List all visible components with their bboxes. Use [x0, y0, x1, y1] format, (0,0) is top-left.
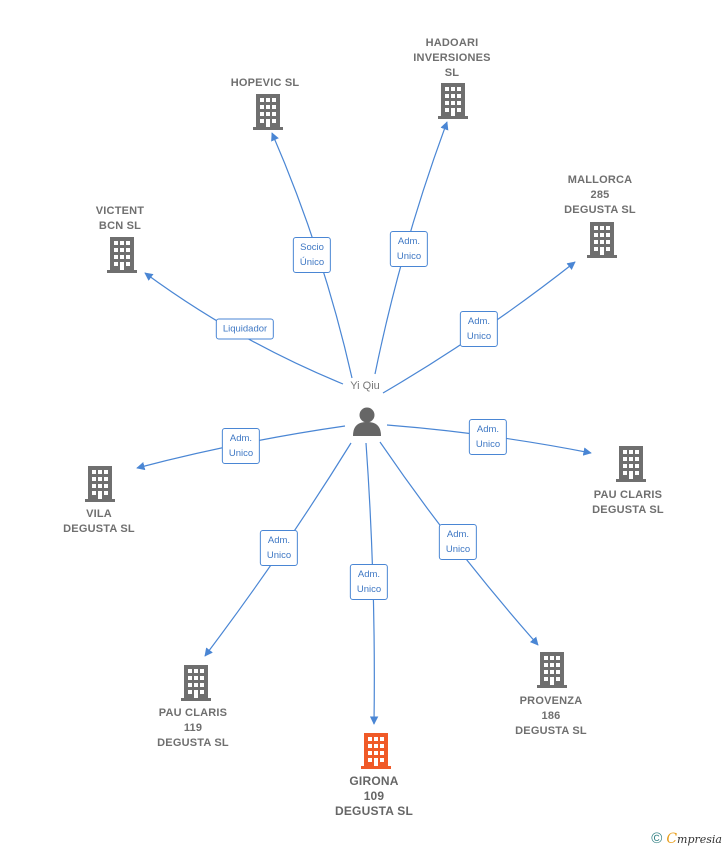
- building-icon[interactable]: [181, 665, 211, 701]
- building-icon[interactable]: [85, 466, 115, 502]
- building-icon[interactable]: [253, 94, 283, 130]
- company-name-line: SL: [444, 67, 460, 79]
- brand-logo: Cmpresia: [666, 830, 722, 847]
- company-name-line: DEGUSTA SL: [63, 523, 135, 535]
- building-icon[interactable]: [438, 83, 468, 119]
- company-name-line: HADOARI: [425, 37, 479, 49]
- person-icon[interactable]: [353, 407, 381, 437]
- relation-text: Adm.: [397, 236, 421, 247]
- relation-label-mallorca: Adm. Unico: [459, 311, 499, 347]
- company-name-line: PROVENZA: [519, 695, 583, 707]
- footer-brand: © Cmpresia: [651, 830, 722, 847]
- relation-text: Unico: [466, 331, 492, 342]
- relation-text: Único: [299, 257, 325, 268]
- relation-label-vila: Adm. Unico: [221, 428, 261, 464]
- company-name-line: 109: [363, 789, 385, 803]
- company-name-line: 119: [183, 722, 203, 734]
- relation-text: Unico: [396, 251, 422, 262]
- company-name-line: PAU CLARIS: [593, 489, 663, 501]
- relation-text: Adm.: [267, 535, 291, 546]
- relation-text: Adm.: [446, 529, 470, 540]
- company-name-line: DEGUSTA SL: [157, 737, 229, 749]
- company-name-line: BCN SL: [98, 220, 142, 232]
- company-name-line: PAU CLARIS: [158, 707, 228, 719]
- relation-text: Unico: [445, 544, 471, 555]
- relation-text: Socio: [300, 242, 324, 253]
- relation-label-girona: Adm. Unico: [349, 564, 389, 600]
- relation-label-pau-claris: Adm. Unico: [468, 419, 508, 455]
- center-person-name: Yi Qiu: [350, 380, 380, 392]
- company-name-pau-claris[interactable]: PAU CLARIS DEGUSTA SL: [548, 488, 708, 518]
- company-name-line: DEGUSTA SL: [564, 204, 636, 216]
- relation-text: Unico: [228, 448, 254, 459]
- company-name-line: DEGUSTA SL: [515, 725, 587, 737]
- relation-text: Adm.: [476, 424, 500, 435]
- relation-text: Adm.: [229, 433, 253, 444]
- building-icon[interactable]: [107, 237, 137, 273]
- company-name-vila[interactable]: VILA DEGUSTA SL: [19, 507, 179, 537]
- company-name-line: GIRONA: [349, 774, 399, 788]
- company-name-line: 186: [541, 710, 561, 722]
- company-name-line: VICTENT: [95, 205, 145, 217]
- relation-text: Adm.: [357, 569, 381, 580]
- company-name-line: HOPEVIC SL: [230, 77, 300, 89]
- company-name-hadoari[interactable]: HADOARI INVERSIONES SL: [372, 36, 532, 81]
- relation-label-victent: Liquidador: [215, 318, 275, 340]
- company-name-line: DEGUSTA SL: [334, 804, 413, 818]
- relation-label-hadoari: Adm. Unico: [389, 231, 429, 267]
- company-name-line: DEGUSTA SL: [592, 504, 664, 516]
- relation-text: Unico: [266, 550, 292, 561]
- company-name-line: 285: [590, 189, 610, 201]
- relation-text: Adm.: [467, 316, 491, 327]
- company-name-line: VILA: [86, 508, 112, 520]
- building-icon[interactable]: [361, 733, 391, 769]
- building-icon[interactable]: [537, 652, 567, 688]
- relation-text: Unico: [475, 439, 501, 450]
- building-icon[interactable]: [587, 222, 617, 258]
- company-name-hopevic[interactable]: HOPEVIC SL: [185, 76, 345, 91]
- building-icon[interactable]: [616, 446, 646, 482]
- company-name-line: MALLORCA: [567, 174, 633, 186]
- relation-text: Unico: [356, 584, 382, 595]
- copyright-icon: ©: [651, 830, 663, 847]
- company-name-victent[interactable]: VICTENT BCN SL: [40, 204, 200, 234]
- company-name-line: INVERSIONES: [413, 52, 491, 64]
- relation-label-provenza: Adm. Unico: [438, 524, 478, 560]
- relation-text: Liquidador: [222, 323, 268, 335]
- relation-label-pau-claris-119: Adm. Unico: [259, 530, 299, 566]
